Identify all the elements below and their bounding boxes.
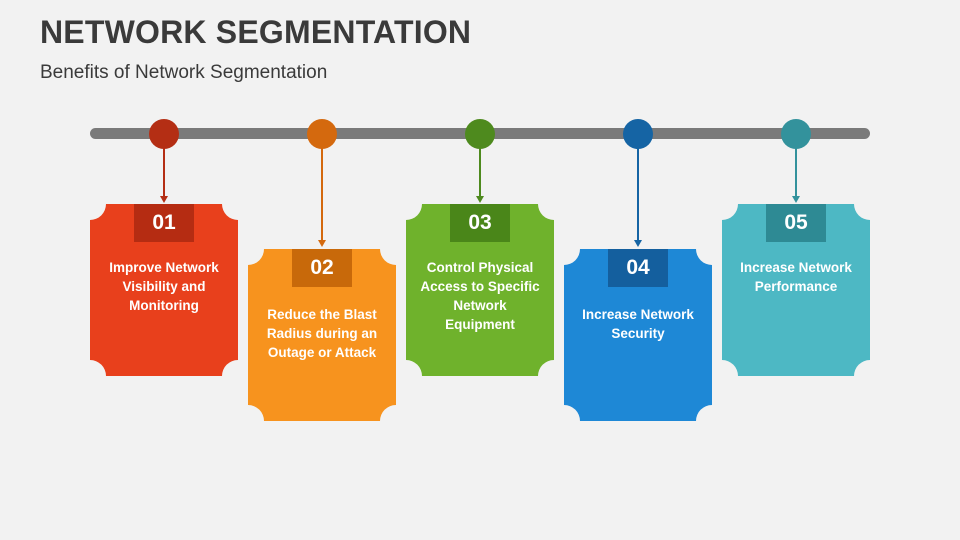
- step-card-4: 04 Increase Network Security: [564, 249, 712, 421]
- step-card-1: 01 Improve Network Visibility and Monito…: [90, 204, 238, 376]
- connector-line-2: [321, 148, 323, 240]
- arrowhead-icon-4: [634, 240, 642, 247]
- step-number-1: 01: [134, 204, 194, 242]
- connector-line-1: [163, 148, 165, 196]
- step-text-4: Increase Network Security: [582, 307, 694, 341]
- step-card-3: 03 Control Physical Access to Specific N…: [406, 204, 554, 376]
- step-number-3: 03: [450, 204, 510, 242]
- timeline-node-1: [149, 119, 179, 149]
- connector-line-5: [795, 148, 797, 196]
- card-shape-4: [564, 249, 712, 421]
- timeline-node-2: [307, 119, 337, 149]
- step-text-3: Control Physical Access to Specific Netw…: [420, 260, 540, 332]
- arrowhead-icon-5: [792, 196, 800, 203]
- step-text-1: Improve Network Visibility and Monitorin…: [109, 260, 219, 313]
- page-title: NETWORK SEGMENTATION: [40, 14, 472, 50]
- arrowhead-icon-1: [160, 196, 168, 203]
- step-number-5: 05: [766, 204, 826, 242]
- card-shape-2: [248, 249, 396, 421]
- step-text-2: Reduce the Blast Radius during an Outage…: [266, 307, 378, 360]
- step-text-5: Increase Network Performance: [740, 260, 852, 294]
- card-shape-5: [722, 204, 870, 376]
- arrowhead-icon-3: [476, 196, 484, 203]
- timeline-node-4: [623, 119, 653, 149]
- step-card-2: 02 Reduce the Blast Radius during an Out…: [248, 249, 396, 421]
- step-number-4: 04: [608, 249, 668, 287]
- card-shape-3: [406, 204, 554, 376]
- timeline-node-5: [781, 119, 811, 149]
- step-card-5: 05 Increase Network Performance: [722, 204, 870, 376]
- page-subtitle: Benefits of Network Segmentation: [40, 62, 328, 83]
- timeline-node-3: [465, 119, 495, 149]
- connector-line-4: [637, 148, 639, 240]
- card-shape-1: [90, 204, 238, 376]
- arrowhead-icon-2: [318, 240, 326, 247]
- step-number-2: 02: [292, 249, 352, 287]
- connector-line-3: [479, 148, 481, 196]
